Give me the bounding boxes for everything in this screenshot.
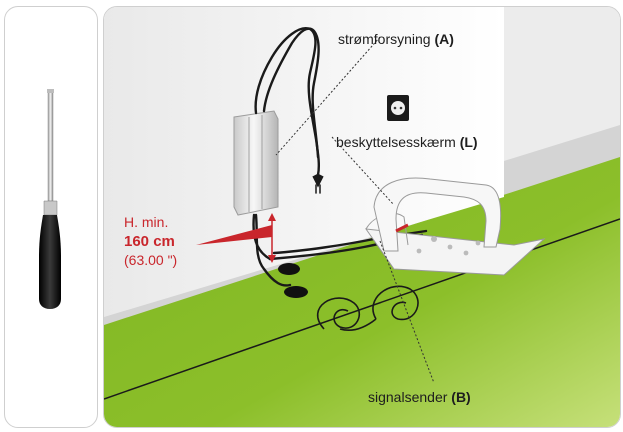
scene-illustration bbox=[104, 7, 620, 427]
signal-sender-label: signalsender (B) bbox=[368, 389, 471, 405]
signal-sender-ref: (B) bbox=[451, 389, 471, 405]
wall bbox=[104, 7, 504, 317]
leader-lines bbox=[275, 36, 435, 384]
boundary-wire-loops bbox=[316, 285, 419, 332]
power-supply-icon bbox=[233, 110, 279, 216]
height-label-inches: (63.00 ") bbox=[124, 252, 178, 268]
height-label: H. min. 160 cm (63.00 ") bbox=[124, 213, 177, 270]
boundary-wire bbox=[104, 218, 620, 400]
screwdriver-icon bbox=[39, 89, 61, 309]
power-supply-ref: (A) bbox=[434, 31, 454, 47]
cable-connector-icon bbox=[284, 286, 308, 298]
height-label-value: 160 cm bbox=[124, 233, 175, 250]
power-supply-text: strømforsyning bbox=[338, 31, 431, 47]
protective-shield-ref: (L) bbox=[459, 134, 478, 150]
tool-panel bbox=[4, 6, 98, 428]
cable-connector-icon bbox=[278, 263, 300, 275]
protective-shield-text: beskyttelsesskærm bbox=[336, 134, 456, 150]
height-arrow-icon bbox=[196, 213, 276, 263]
wall-socket-icon bbox=[387, 95, 409, 121]
protective-shield-label: beskyttelsesskærm (L) bbox=[336, 134, 478, 150]
signal-sender-text: signalsender bbox=[368, 389, 448, 405]
height-label-line1: H. min. bbox=[124, 214, 169, 230]
installation-scene: strømforsyning (A) beskyttelsesskærm (L)… bbox=[103, 6, 621, 428]
charging-station-icon bbox=[364, 177, 546, 276]
power-supply-label: strømforsyning (A) bbox=[338, 31, 454, 47]
